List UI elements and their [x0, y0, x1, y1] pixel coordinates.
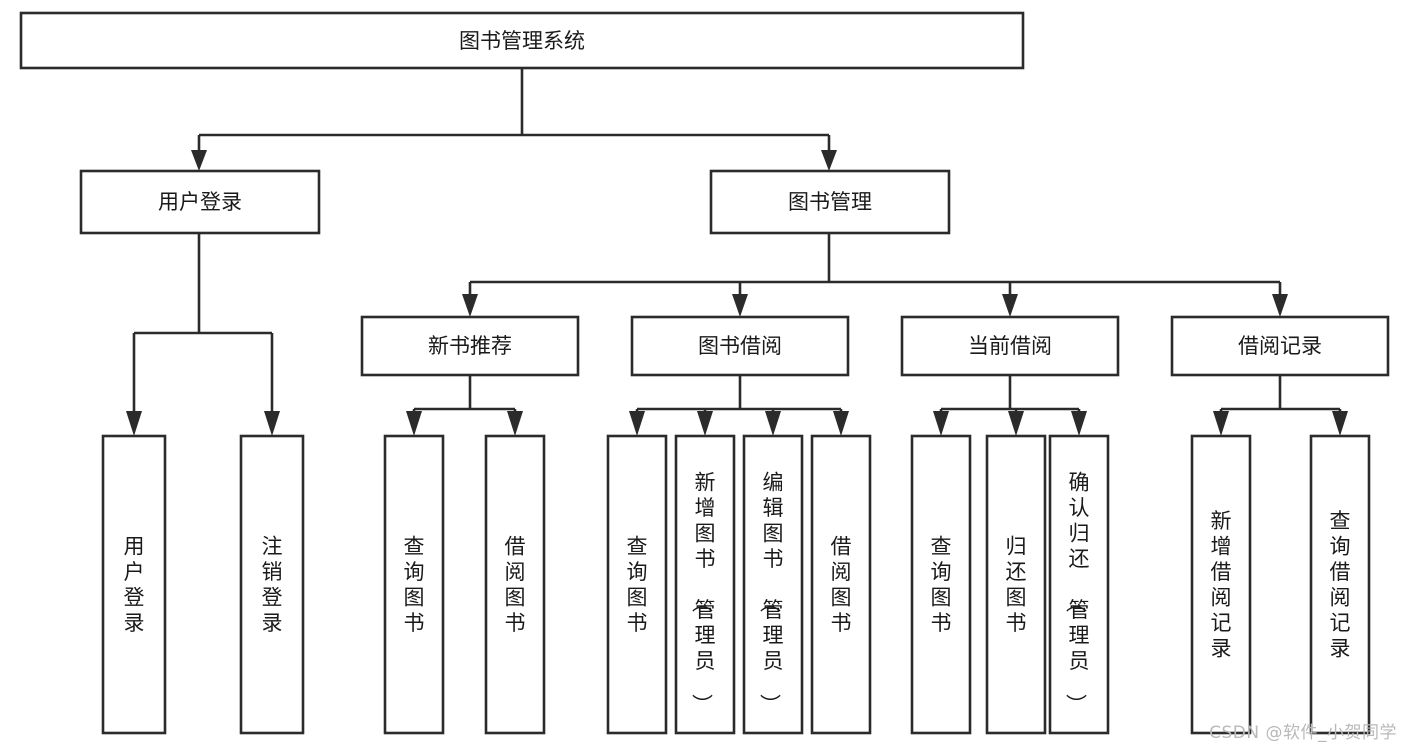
arrow-head-leaf-add-book — [697, 411, 713, 436]
node-borrow-record-label: 借阅记录 — [1238, 334, 1322, 358]
node-leaf-add-record[interactable]: 新增借阅记录 — [1190, 434, 1252, 735]
node-leaf-add-record-label: 新增借阅记录 — [1211, 509, 1232, 661]
node-leaf-query-book-1-label: 查询图书 — [404, 534, 425, 635]
node-user-login-label: 用户登录 — [158, 190, 242, 214]
node-book-manage[interactable]: 图书管理 — [709, 169, 951, 235]
node-leaf-return-book-label: 归还图书 — [1006, 534, 1027, 635]
node-leaf-borrow-book-1-box[interactable] — [484, 434, 546, 735]
node-leaf-query-book-2[interactable]: 查询图书 — [606, 434, 668, 735]
node-book-manage-box[interactable] — [709, 169, 951, 235]
edge-group-new-book-recommend — [406, 375, 523, 436]
node-leaf-borrow-book-2-label: 借阅图书 — [831, 534, 852, 635]
node-leaf-borrow-book-1[interactable]: 借阅图书 — [484, 434, 546, 735]
node-leaf-add-book[interactable]: 新增图书（管理员） — [674, 434, 736, 735]
arrow-head-new-book-recommend — [462, 294, 478, 317]
arrow-head-leaf-borrow-book-2 — [833, 411, 849, 436]
node-user-login-box[interactable] — [79, 169, 321, 235]
node-user-login[interactable]: 用户登录 — [79, 169, 321, 235]
arrow-head-leaf-query-book-3 — [933, 411, 949, 436]
node-leaf-add-book-box[interactable] — [674, 434, 736, 735]
node-book-manage-label: 图书管理 — [788, 190, 872, 214]
node-leaf-return-book-box[interactable] — [985, 434, 1047, 735]
csdn-watermark: CSDN @软件_小贺同学 — [1209, 723, 1397, 743]
node-leaf-add-book-label: 新增图书（管理员） — [690, 471, 716, 715]
arrow-head-leaf-edit-book — [765, 411, 781, 436]
edge-group-user-login — [126, 233, 280, 436]
node-leaf-query-book-1-box[interactable] — [383, 434, 445, 735]
node-current-borrow[interactable]: 当前借阅 — [900, 315, 1120, 377]
node-leaf-confirm-return[interactable]: 确认归还（管理员） — [1048, 434, 1110, 735]
node-borrow-record[interactable]: 借阅记录 — [1170, 315, 1390, 377]
node-leaf-user-login[interactable]: 用户登录 — [101, 434, 167, 735]
node-leaf-edit-book[interactable]: 编辑图书（管理员） — [742, 434, 804, 735]
node-leaf-query-record-box[interactable] — [1309, 434, 1371, 735]
node-root-box[interactable] — [19, 11, 1025, 70]
node-leaf-borrow-book-2-box[interactable] — [810, 434, 872, 735]
node-book-borrow-label: 图书借阅 — [698, 334, 782, 358]
node-borrow-record-box[interactable] — [1170, 315, 1390, 377]
node-book-borrow-box[interactable] — [630, 315, 850, 377]
arrow-head-borrow-record — [1272, 294, 1288, 317]
node-root-label: 图书管理系统 — [459, 29, 585, 53]
arrow-head-leaf-query-book-2 — [629, 411, 645, 436]
node-book-borrow[interactable]: 图书借阅 — [630, 315, 850, 377]
node-leaf-query-book-1[interactable]: 查询图书 — [383, 434, 445, 735]
node-leaf-query-record[interactable]: 查询借阅记录 — [1309, 434, 1371, 735]
node-leaf-query-book-3[interactable]: 查询图书 — [910, 434, 972, 735]
node-leaf-query-book-2-box[interactable] — [606, 434, 668, 735]
node-leaf-user-login-box[interactable] — [101, 434, 167, 735]
node-leaf-user-logout-box[interactable] — [239, 434, 305, 735]
arrow-head-leaf-return-book — [1008, 411, 1024, 436]
node-leaf-return-book[interactable]: 归还图书 — [985, 434, 1047, 735]
edge-group-root — [191, 68, 837, 171]
arrow-head-current-borrow — [1002, 294, 1018, 317]
arrow-head-leaf-user-login — [126, 411, 142, 436]
node-leaf-query-record-label: 查询借阅记录 — [1330, 509, 1351, 661]
node-leaf-edit-book-box[interactable] — [742, 434, 804, 735]
node-leaf-edit-book-label: 编辑图书（管理员） — [758, 471, 784, 715]
node-leaf-query-book-3-label: 查询图书 — [931, 534, 952, 635]
arrow-head-leaf-confirm-return — [1071, 411, 1087, 436]
node-new-book-recommend-label: 新书推荐 — [428, 334, 512, 358]
node-new-book-recommend[interactable]: 新书推荐 — [360, 315, 580, 377]
node-leaf-query-book-3-box[interactable] — [910, 434, 972, 735]
node-leaf-confirm-return-label: 确认归还（管理员） — [1064, 471, 1090, 715]
arrow-head-leaf-query-record — [1332, 411, 1348, 436]
node-leaf-user-login-label: 用户登录 — [124, 534, 145, 635]
arrow-head-user-login — [191, 150, 207, 171]
node-leaf-confirm-return-box[interactable] — [1048, 434, 1110, 735]
arrow-head-book-borrow — [732, 294, 748, 317]
node-current-borrow-label: 当前借阅 — [968, 334, 1052, 358]
node-leaf-borrow-book-1-label: 借阅图书 — [505, 534, 526, 635]
node-leaf-user-logout[interactable]: 注销登录 — [239, 434, 305, 735]
node-leaf-query-book-2-label: 查询图书 — [627, 534, 648, 635]
node-leaf-user-logout-label: 注销登录 — [262, 534, 283, 635]
node-new-book-recommend-box[interactable] — [360, 315, 580, 377]
edge-group-book-manage — [462, 233, 1288, 317]
arrow-head-book-manage — [821, 150, 837, 171]
arrow-head-leaf-borrow-book-1 — [507, 411, 523, 436]
node-root[interactable]: 图书管理系统 — [19, 11, 1025, 70]
node-leaf-borrow-book-2[interactable]: 借阅图书 — [810, 434, 872, 735]
arrow-head-leaf-add-record — [1213, 411, 1229, 436]
node-current-borrow-box[interactable] — [900, 315, 1120, 377]
arrow-head-leaf-user-logout — [264, 411, 280, 436]
arrow-head-leaf-query-book-1 — [406, 411, 422, 436]
node-leaf-add-record-box[interactable] — [1190, 434, 1252, 735]
edge-group-book-borrow — [629, 375, 849, 436]
edge-group-current-borrow — [933, 375, 1087, 436]
edge-group-borrow-record — [1213, 375, 1348, 436]
